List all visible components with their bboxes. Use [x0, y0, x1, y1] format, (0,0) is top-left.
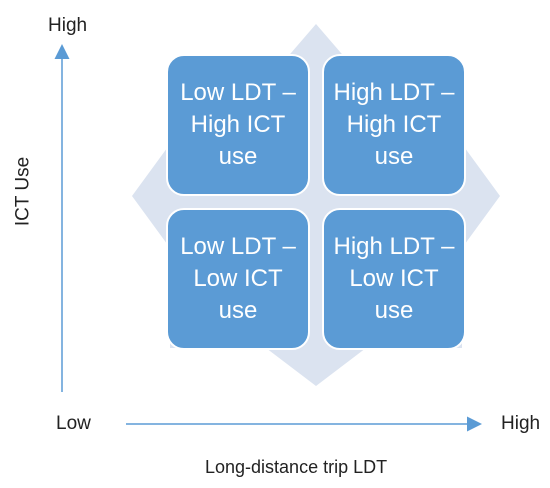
- quadrant-bottom-right: High LDT – Low ICT use: [322, 208, 466, 350]
- quadrant-top-right: High LDT – High ICT use: [322, 54, 466, 196]
- y-axis-high-label: High: [48, 15, 88, 36]
- y-axis-title: ICT Use: [12, 156, 34, 227]
- x-axis-high-label: High: [501, 413, 541, 434]
- x-axis-title: Long-distance trip LDT: [205, 457, 388, 477]
- quadrant-top-right-label: High LDT – High ICT use: [333, 79, 455, 170]
- quadrant-top-left-label: Low LDT – High ICT use: [180, 79, 296, 170]
- x-axis-low-label: Low: [56, 413, 91, 434]
- quadrant-bottom-right-label: High LDT – Low ICT use: [333, 233, 455, 324]
- quadrant-bottom-left-label: Low LDT – Low ICT use: [180, 233, 296, 324]
- quadrant-top-left: Low LDT – High ICT use: [166, 54, 310, 196]
- quadrant-bottom-left: Low LDT – Low ICT use: [166, 208, 310, 350]
